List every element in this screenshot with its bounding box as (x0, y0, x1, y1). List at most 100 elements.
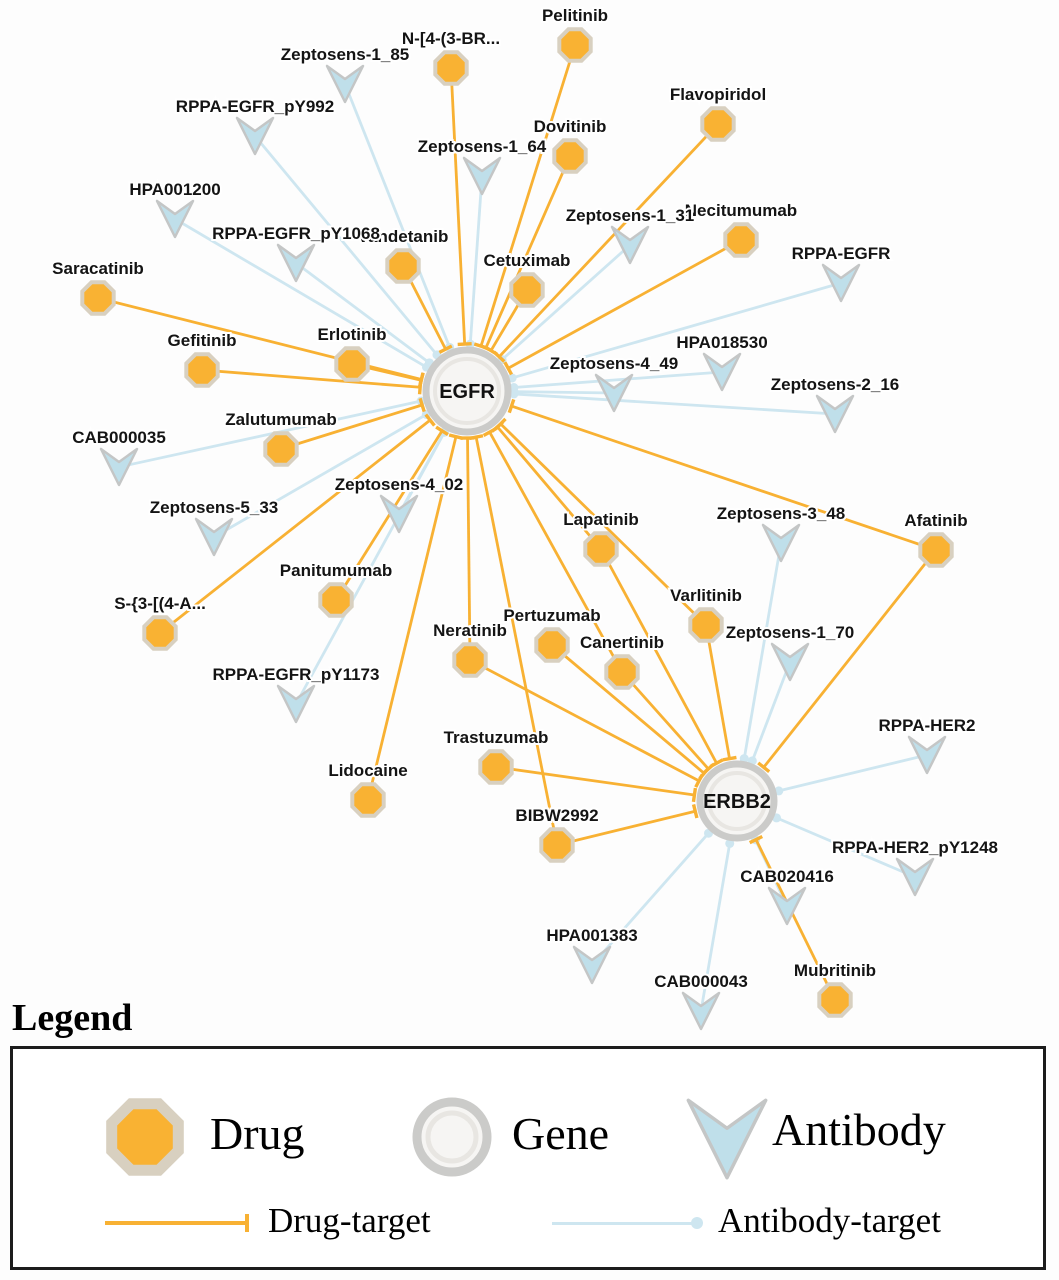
drug-target-edge (762, 549, 938, 769)
drug-target-edge (474, 436, 559, 846)
drug-target-tee (245, 1214, 249, 1232)
antibody-target-label: Antibody-target (718, 1201, 941, 1240)
drug-node-s3_4a (142, 615, 178, 651)
antibody-target-edge (699, 843, 732, 1012)
drug-node-vandetanib (385, 248, 421, 284)
drug-target-edge (511, 404, 937, 552)
drug-node-bibw2992 (539, 827, 575, 863)
drug-target-tee (722, 755, 737, 762)
drug-node-panitumumab (318, 582, 354, 618)
drug-target-edge (499, 422, 707, 627)
drug-edges (97, 44, 938, 1001)
drug-target-tee (435, 425, 449, 436)
drug-legend-label: Drug (210, 1108, 305, 1159)
node-label: Canertinib (580, 633, 664, 652)
antibody-node-z1_31 (610, 225, 650, 265)
antibody-target-dot (691, 1217, 703, 1229)
drug-node-pelitinib (557, 27, 593, 63)
node-label: RPPA-EGFR_pY992 (176, 97, 334, 116)
antibody-target-edge (118, 399, 422, 469)
node-label: RPPA-EGFR_pY1068 (212, 224, 380, 243)
antibody-target-edge (513, 370, 723, 389)
drug-node-gefitinib (184, 352, 220, 388)
node-label: Zeptosens-2_16 (771, 375, 900, 394)
antibody-target-edge (174, 217, 428, 369)
drug-target-edge (754, 838, 837, 1001)
antibody-node-z4_02 (379, 494, 419, 534)
drug-target-edge (201, 368, 421, 389)
node-label: Dovitinib (534, 117, 607, 136)
node-label: Zeptosens-1_85 (281, 45, 410, 64)
node-label: Zeptosens-4_49 (550, 354, 679, 373)
node-label: RPPA-EGFR_pY1173 (213, 665, 380, 684)
drug-target-edge (507, 238, 742, 370)
drug-target-edge (449, 67, 467, 345)
gene-legend-label: Gene (512, 1108, 610, 1159)
drug-octagon-glyph (106, 1098, 184, 1176)
drug-target-tee (468, 434, 484, 441)
node-label: Lidocaine (328, 761, 407, 780)
node-label: Neratinib (433, 621, 507, 640)
node-label: RPPA-HER2_pY1248 (832, 838, 998, 857)
drug-target-edge (496, 425, 603, 550)
drug-node-pertuzumab (534, 627, 570, 663)
node-label: CAB000043 (654, 972, 748, 991)
drug-node-lapatinib (583, 531, 619, 567)
antibody-node-rppa_egfr_py1173 (276, 684, 316, 724)
antibody-target-edge (213, 413, 427, 539)
drug-target-edge (551, 643, 706, 775)
drug-node-varlitinib (688, 607, 724, 643)
gene-label-egfr: EGFR (439, 381, 495, 403)
drug-target-edge (488, 431, 624, 673)
drug-target-tee (457, 342, 472, 347)
gene-legend-icon (412, 1097, 492, 1177)
antibody-target-edge (778, 753, 928, 793)
antibody-target-edge (468, 175, 484, 345)
node-label: CAB000035 (72, 428, 166, 447)
antibody-node-z3_48 (761, 523, 801, 563)
drug-node-mubritinib (817, 982, 853, 1018)
gene-node-egfr (422, 346, 512, 436)
drug-node-lidocaine (350, 782, 386, 818)
node-label: Necitumumab (685, 201, 797, 220)
drug-node-neratinib (452, 642, 488, 678)
antibody-node-z4_49 (594, 373, 634, 413)
antibody-chevron-glyph (686, 1098, 768, 1180)
antibody-edges (118, 83, 928, 1012)
antibody-target-edge (742, 542, 783, 759)
drug-target-tee (424, 413, 436, 427)
antibody-target-edge (775, 816, 916, 879)
antibody-node-hpa018530 (702, 352, 742, 392)
drug-legend-icon (106, 1098, 184, 1176)
legend-box: Drug Gene Antibody Drug-target Antibody-… (10, 1046, 1046, 1270)
drug-target-tee (418, 397, 426, 413)
drug-node-canertinib (604, 654, 640, 690)
drug-node-dovitinib (552, 138, 588, 174)
antibody-node-hpa001383 (572, 945, 612, 985)
drug-node-trastuzumab (478, 749, 514, 785)
drug-node-erlotinib (334, 346, 370, 382)
drug-target-tee (691, 804, 699, 819)
node-label: Zeptosens-4_02 (335, 475, 464, 494)
drug-target-line-sample (105, 1221, 247, 1225)
node-label: Gefitinib (168, 331, 237, 350)
drug-target-tee (482, 427, 497, 438)
antibody-node-rppa_her2 (907, 735, 947, 775)
antibody-node-z1_85 (325, 64, 365, 104)
node-label: HPA001200 (129, 180, 220, 199)
node-label: Zeptosens-1_64 (418, 137, 547, 156)
drug-target-tee (503, 361, 514, 376)
drug-target-tee (748, 834, 764, 845)
antibody-node-rppa_egfr_py1068 (276, 243, 316, 283)
drug-node-zalutumumab (263, 431, 299, 467)
drug-target-edge (479, 44, 577, 347)
antibody-target-edge (513, 390, 615, 395)
antibody-target-dot (509, 389, 519, 399)
drug-target-tee (507, 398, 516, 414)
antibody-node-z2_16 (815, 394, 855, 434)
antibody-node-rppa_egfr_py992 (235, 116, 275, 156)
node-label: Flavopiridol (670, 85, 766, 104)
antibody-target-edge (501, 243, 631, 361)
drug-target-edge (495, 765, 695, 797)
drug-node-cetuximab (509, 272, 545, 308)
